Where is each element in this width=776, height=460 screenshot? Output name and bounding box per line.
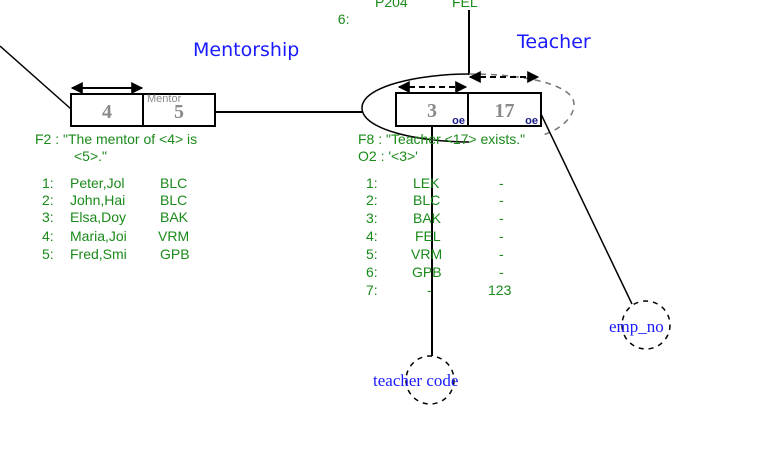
role-box-17[interactable]: 17 oe (467, 92, 542, 127)
row-cell: BLC (413, 192, 441, 208)
value-type-circle-teacher-code[interactable] (405, 355, 455, 405)
fact-type-title-mentorship[interactable]: Mentorship (193, 39, 300, 61)
value-type-label-teacher-code[interactable]: teacher code (373, 371, 459, 390)
role-tag: oe (452, 115, 465, 127)
row-cell: - (427, 282, 432, 298)
row-cell: FEL (452, 0, 478, 10)
row-cell: P204 (375, 0, 408, 10)
row-cell: Fred,Smi (70, 246, 127, 262)
row-index: 4: (366, 228, 378, 244)
role-number: 3 (427, 100, 437, 122)
row-cell: GPB (412, 264, 442, 280)
row-cell: - (499, 264, 504, 280)
entity-ellipse (361, 73, 470, 143)
role-box-3[interactable]: 3 oe (395, 92, 469, 127)
row-cell: Maria,Joi (70, 228, 127, 244)
role-box-4[interactable]: 4 (70, 93, 144, 127)
object-reading: O2 : '<3>' (358, 148, 418, 164)
fact-type-title-teacher[interactable]: Teacher (517, 31, 591, 53)
row-cell: - (499, 228, 504, 244)
population-row: 6: (330, 0, 350, 28)
fact-reading-cont: <5>." (74, 148, 107, 164)
row-cell: BAK (160, 209, 189, 225)
row-cell: - (499, 246, 504, 262)
row-cell: FEL (415, 228, 441, 244)
role-number: 5 (174, 101, 184, 123)
row-cell: BAK (413, 210, 442, 226)
row-cell: John,Hai (70, 192, 126, 208)
value-type-label-emp-no[interactable]: emp_no (609, 317, 664, 336)
fact-reading: F8 : "Teacher <17> exists." (358, 131, 526, 147)
row-index: 4: (42, 228, 54, 244)
entity-ellipse-dashed (468, 73, 575, 137)
row-cell: BLC (160, 175, 188, 191)
row-index: 3: (42, 209, 54, 225)
row-cell: Elsa,Doy (70, 209, 127, 225)
row-cell: VRM (158, 228, 190, 244)
row-index: 7: (366, 282, 378, 298)
fact-reading: F2 : "The mentor of <4> is (35, 131, 198, 147)
role-tag: oe (525, 115, 538, 127)
row-index: 1: (42, 175, 54, 191)
row-index: 3: (366, 210, 378, 226)
row-cell: GPB (160, 246, 190, 262)
row-cell: - (499, 210, 504, 226)
row-index: 5: (366, 246, 378, 262)
row-cell: VRM (411, 246, 443, 262)
row-index: 6: (366, 264, 378, 280)
role-connector-line (539, 111, 633, 305)
row-index: 5: (42, 246, 54, 262)
row-cell: Peter,Jol (70, 175, 125, 191)
value-type-circle-emp-no[interactable] (621, 300, 671, 350)
role-number: 4 (102, 101, 112, 123)
row-cell: - (499, 175, 504, 191)
row-cell: LEK (413, 175, 440, 191)
row-cell: 123 (488, 282, 512, 298)
row-cell: BLC (160, 192, 188, 208)
role-name: Mentor (147, 93, 182, 105)
role-number: 17 (494, 100, 515, 122)
row-index: 6: (337, 11, 350, 27)
row-index: 2: (366, 192, 378, 208)
role-box-5[interactable]: Mentor 5 (142, 93, 216, 127)
row-index: 1: (366, 175, 378, 191)
row-cell: - (499, 192, 504, 208)
role-connector-line (0, 45, 72, 110)
row-index: 2: (42, 192, 54, 208)
